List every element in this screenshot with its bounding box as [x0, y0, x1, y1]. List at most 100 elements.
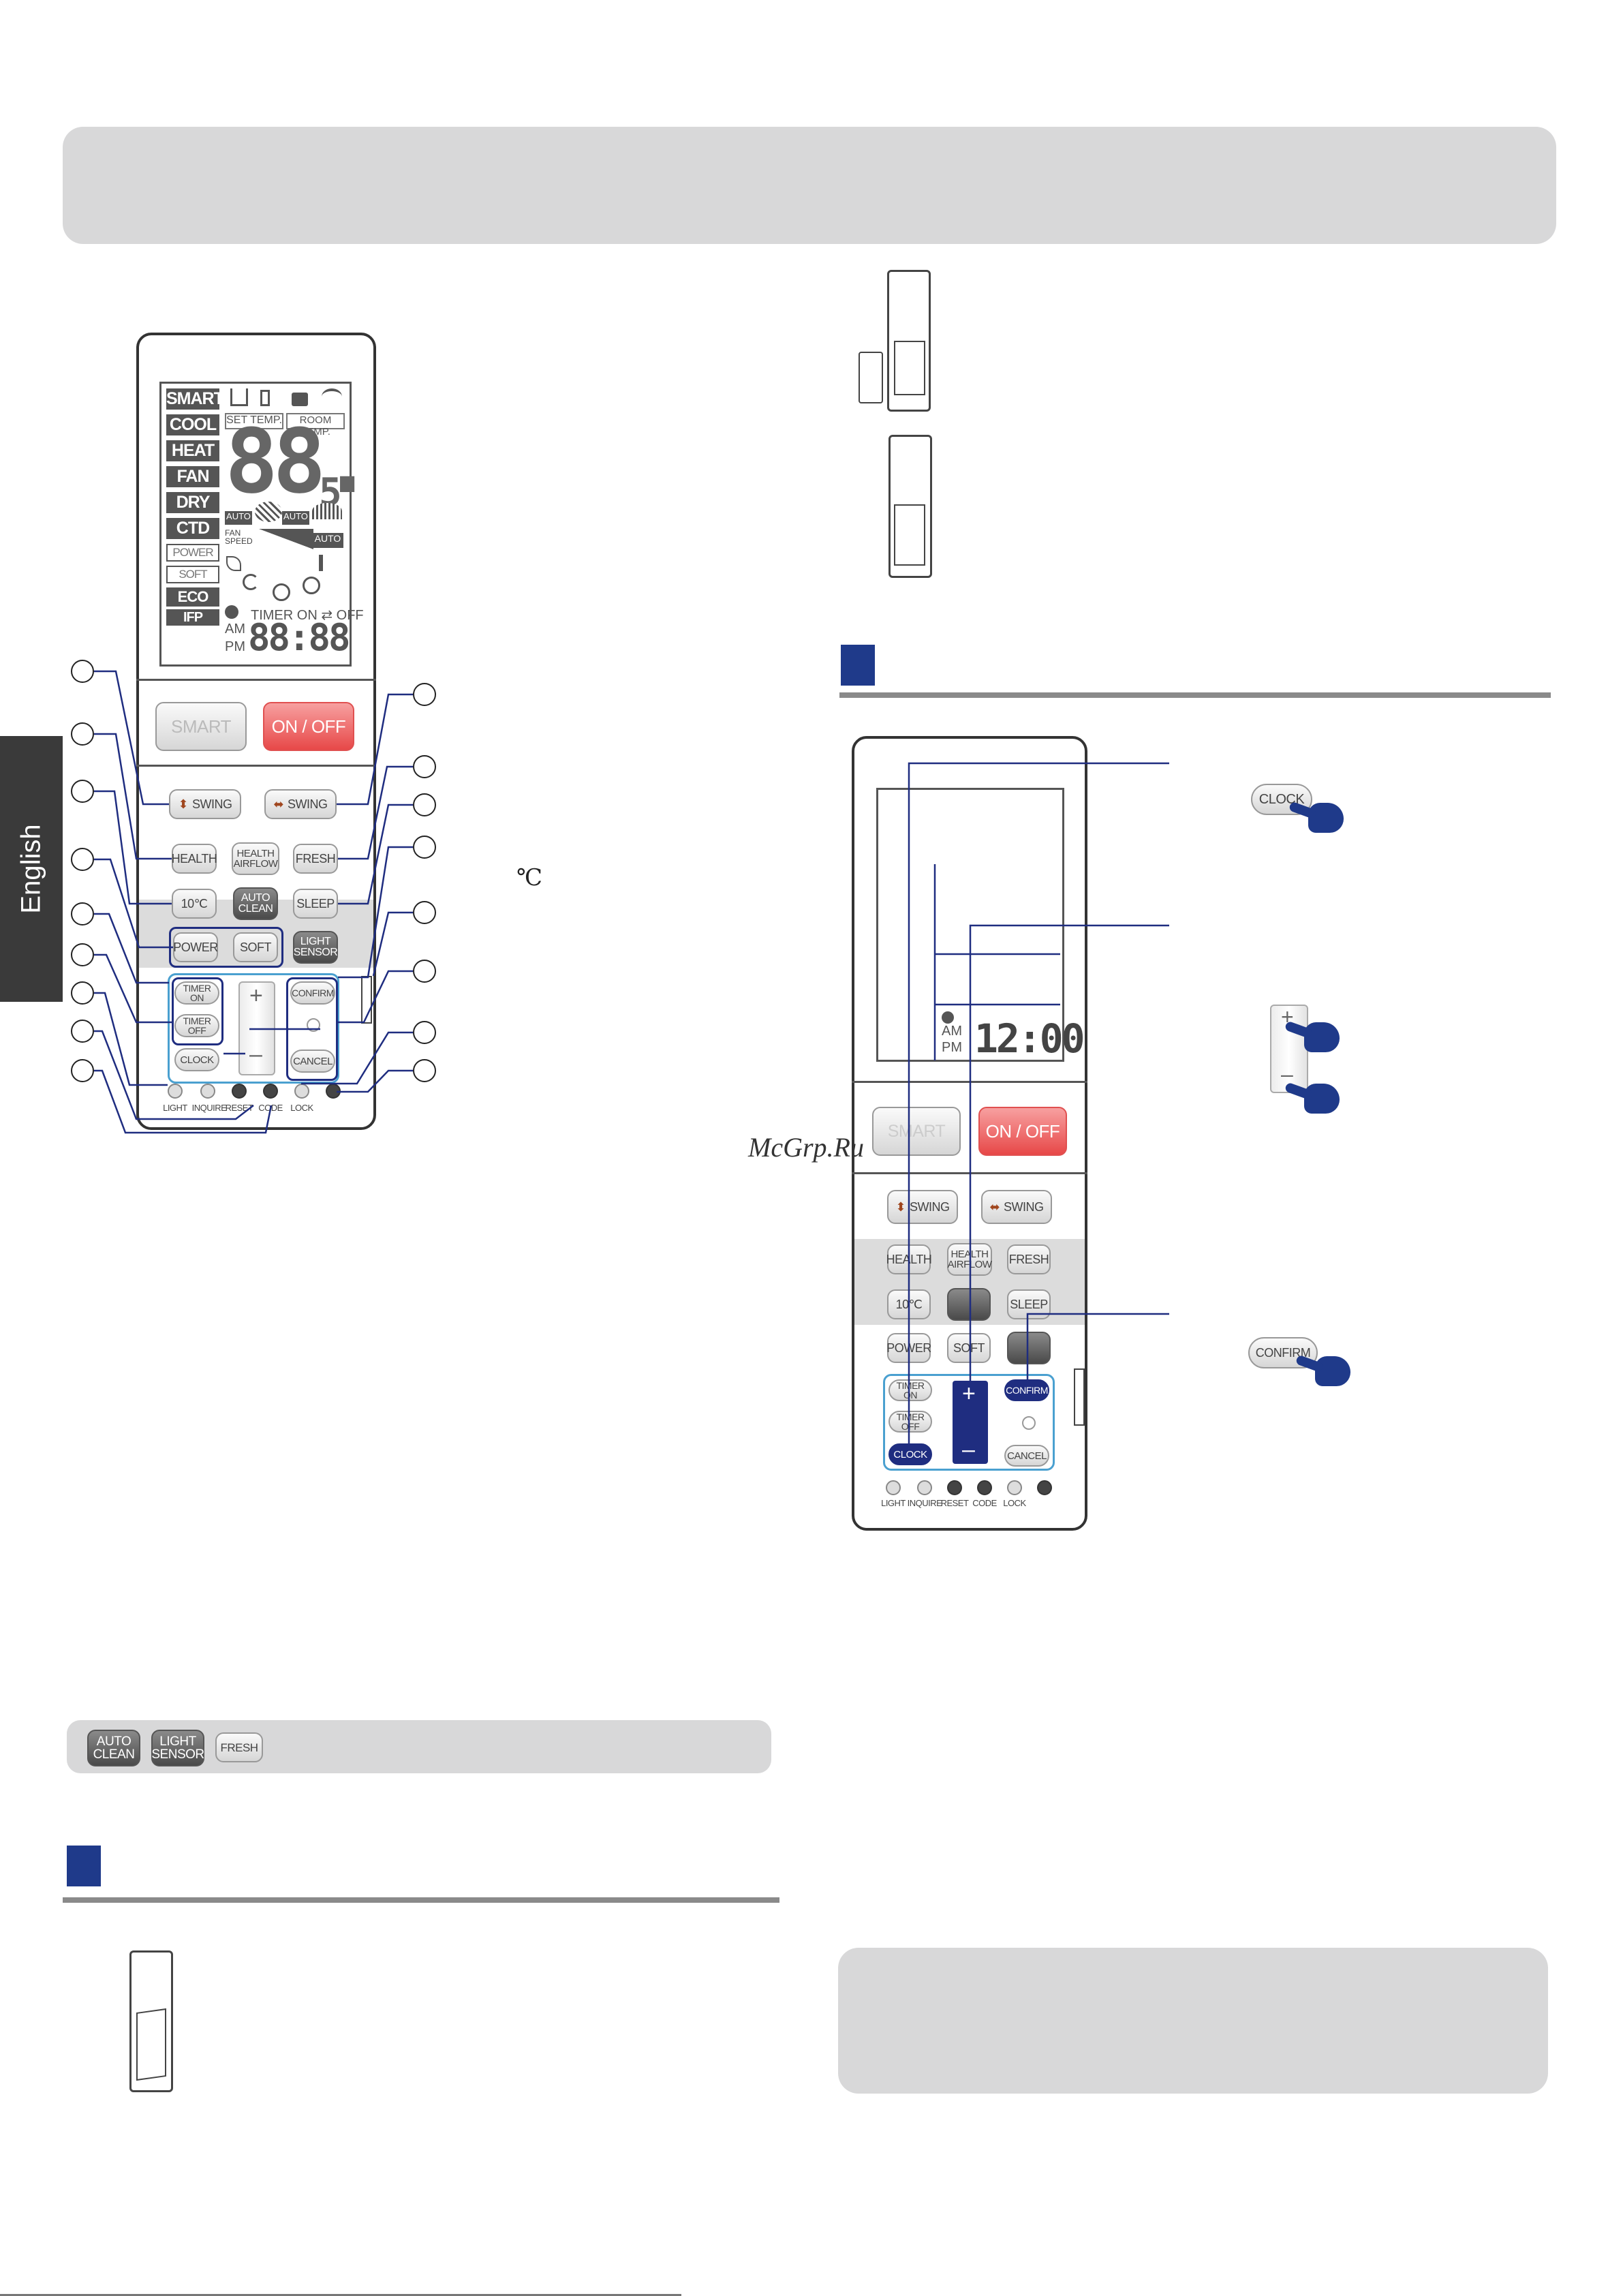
code-dot[interactable] [263, 1084, 278, 1099]
clock-temp-minus[interactable]: – [962, 1437, 975, 1463]
ten-degree-button[interactable]: 10℃ [172, 889, 217, 919]
clock-reset-dot-label: RESET [940, 1498, 969, 1508]
clock-onoff-button[interactable]: ON / OFF [978, 1107, 1067, 1156]
clock-swing-vertical-arrow-icon: ⬍ [895, 1200, 906, 1214]
onoff-button[interactable]: ON / OFF [263, 702, 354, 751]
swing-horizontal-arrow-icon: ⬌ [273, 797, 284, 811]
clock-light-sensor-button[interactable] [1007, 1332, 1051, 1364]
clock-swing-vertical-label: SWING [910, 1200, 950, 1214]
lcd-timer: TIMER ON ⇄ OFF [251, 608, 364, 623]
clock-extra-dot[interactable] [1037, 1480, 1052, 1495]
temp-plus[interactable]: + [249, 983, 263, 1009]
callout-left-6 [71, 943, 94, 966]
lock-icon [292, 393, 308, 406]
cancel-button[interactable]: CANCEL [290, 1050, 335, 1073]
clock-temp-rocker[interactable] [953, 1381, 988, 1464]
header-band [63, 127, 1556, 244]
callout-right-5 [413, 901, 436, 924]
clock-clock-button[interactable]: CLOCK [888, 1443, 932, 1465]
inquire-dot[interactable] [200, 1084, 215, 1099]
clock-swing-horizontal-label: SWING [1004, 1200, 1044, 1214]
clock-swing-horizontal-button[interactable]: ⬌SWING [981, 1190, 1052, 1224]
refresh-icon [243, 574, 259, 590]
mute-icon [303, 577, 320, 594]
clock-inquire-dot[interactable] [917, 1480, 932, 1495]
callout-left-3 [71, 780, 94, 803]
clock-smart-button[interactable]: SMART [872, 1107, 961, 1156]
battery-icon [260, 390, 270, 406]
timer-panel-frame [168, 973, 339, 1084]
confirm-button[interactable]: CONFIRM [290, 981, 335, 1005]
footer-rule [0, 2294, 681, 2296]
clock-temp-plus[interactable]: + [962, 1381, 976, 1407]
swing-horizontal-button[interactable]: ⬌SWING [264, 789, 337, 819]
pointing-hand-icon-confirm [1315, 1356, 1350, 1386]
swing-vertical-label: SWING [192, 797, 232, 811]
timer-on-button[interactable]: TIMER ON [174, 981, 219, 1005]
health-airflow-button[interactable]: HEALTH AIRFLOW [232, 842, 279, 875]
fresh-button[interactable]: FRESH [293, 844, 338, 874]
clock-reset-dot[interactable] [947, 1480, 962, 1495]
left-section-rule [63, 1897, 779, 1903]
health-button[interactable]: HEALTH [172, 844, 217, 874]
callout-right-8 [413, 1059, 436, 1082]
clock-confirm-button[interactable]: CONFIRM [1004, 1379, 1049, 1401]
callout-right-4 [413, 836, 436, 859]
lcd-ifp: IFP [166, 609, 219, 626]
lcd-power: POWER [166, 544, 219, 562]
lcd-mode-smart: SMART [166, 388, 224, 410]
step-minus: – [1281, 1062, 1293, 1086]
clock-cancel-button[interactable]: CANCEL [1004, 1445, 1049, 1467]
right-section-marker [841, 645, 875, 686]
clock-lock-dot[interactable] [1007, 1480, 1022, 1495]
clock-icon [225, 605, 238, 619]
clock-auto-clean-button[interactable] [947, 1288, 991, 1321]
callout-left-7 [71, 981, 94, 1005]
light-dot[interactable] [168, 1084, 183, 1099]
power-button[interactable]: POWER [173, 932, 218, 962]
smart-button[interactable]: SMART [155, 702, 247, 751]
clock-icon-2 [942, 1011, 954, 1024]
indicator-led [307, 1018, 320, 1032]
clock-soft-button[interactable]: SOFT [947, 1333, 991, 1363]
lcd-clock-digits: 88:88 [248, 616, 351, 659]
clock-swing-vertical-button[interactable]: ⬍ SWING [887, 1190, 958, 1224]
lcd-mode-ctd: CTD [166, 518, 219, 539]
callout-right-3 [413, 793, 436, 816]
temp-minus[interactable]: – [249, 1041, 262, 1067]
fan-icon [255, 502, 282, 522]
clock-button[interactable]: CLOCK [174, 1048, 219, 1071]
callout-left-5 [71, 902, 94, 925]
callout-right-6 [413, 960, 436, 983]
callout-left-8 [71, 1020, 94, 1043]
timer-off-button[interactable]: TIMER OFF [174, 1014, 219, 1037]
clock-code-dot-label: CODE [972, 1498, 997, 1508]
left-section-marker [67, 1846, 101, 1886]
light-icon [319, 555, 339, 571]
pointing-hand-icon-plus [1304, 1022, 1340, 1052]
language-tab: English [0, 736, 63, 1002]
soft-button[interactable]: SOFT [233, 932, 278, 962]
clock-lcd-am: AM [942, 1024, 962, 1039]
clock-fresh-button[interactable]: FRESH [1007, 1244, 1051, 1274]
sleep-button[interactable]: SLEEP [293, 889, 338, 919]
auto-clean-button[interactable]: AUTO CLEAN [233, 887, 278, 920]
leaf-icon [226, 556, 241, 571]
clock-code-dot[interactable] [977, 1480, 992, 1495]
clock-side-latch [1074, 1368, 1085, 1426]
light-sensor-button[interactable]: LIGHT SENSOR [293, 931, 338, 964]
swing-vertical-button[interactable]: ⬍SWING [169, 789, 241, 819]
lcd-eco: ECO [166, 587, 219, 607]
inquire-dot-label: INQUIRE [191, 1103, 227, 1113]
clock-lock-dot-label: LOCK [1003, 1498, 1026, 1508]
lcd-mode-heat: HEAT [166, 440, 219, 461]
reset-dot[interactable] [232, 1084, 247, 1099]
clock-timer-off-button[interactable]: TIMER OFF [888, 1411, 932, 1433]
step-plus-minus-rocker [1270, 1005, 1308, 1093]
watermark: McGrp.Ru [748, 1132, 864, 1163]
lcd-mode-cool: COOL [166, 414, 219, 435]
clock-light-dot[interactable] [886, 1480, 901, 1495]
clock-timer-on-button[interactable]: TIMER ON [888, 1379, 932, 1401]
